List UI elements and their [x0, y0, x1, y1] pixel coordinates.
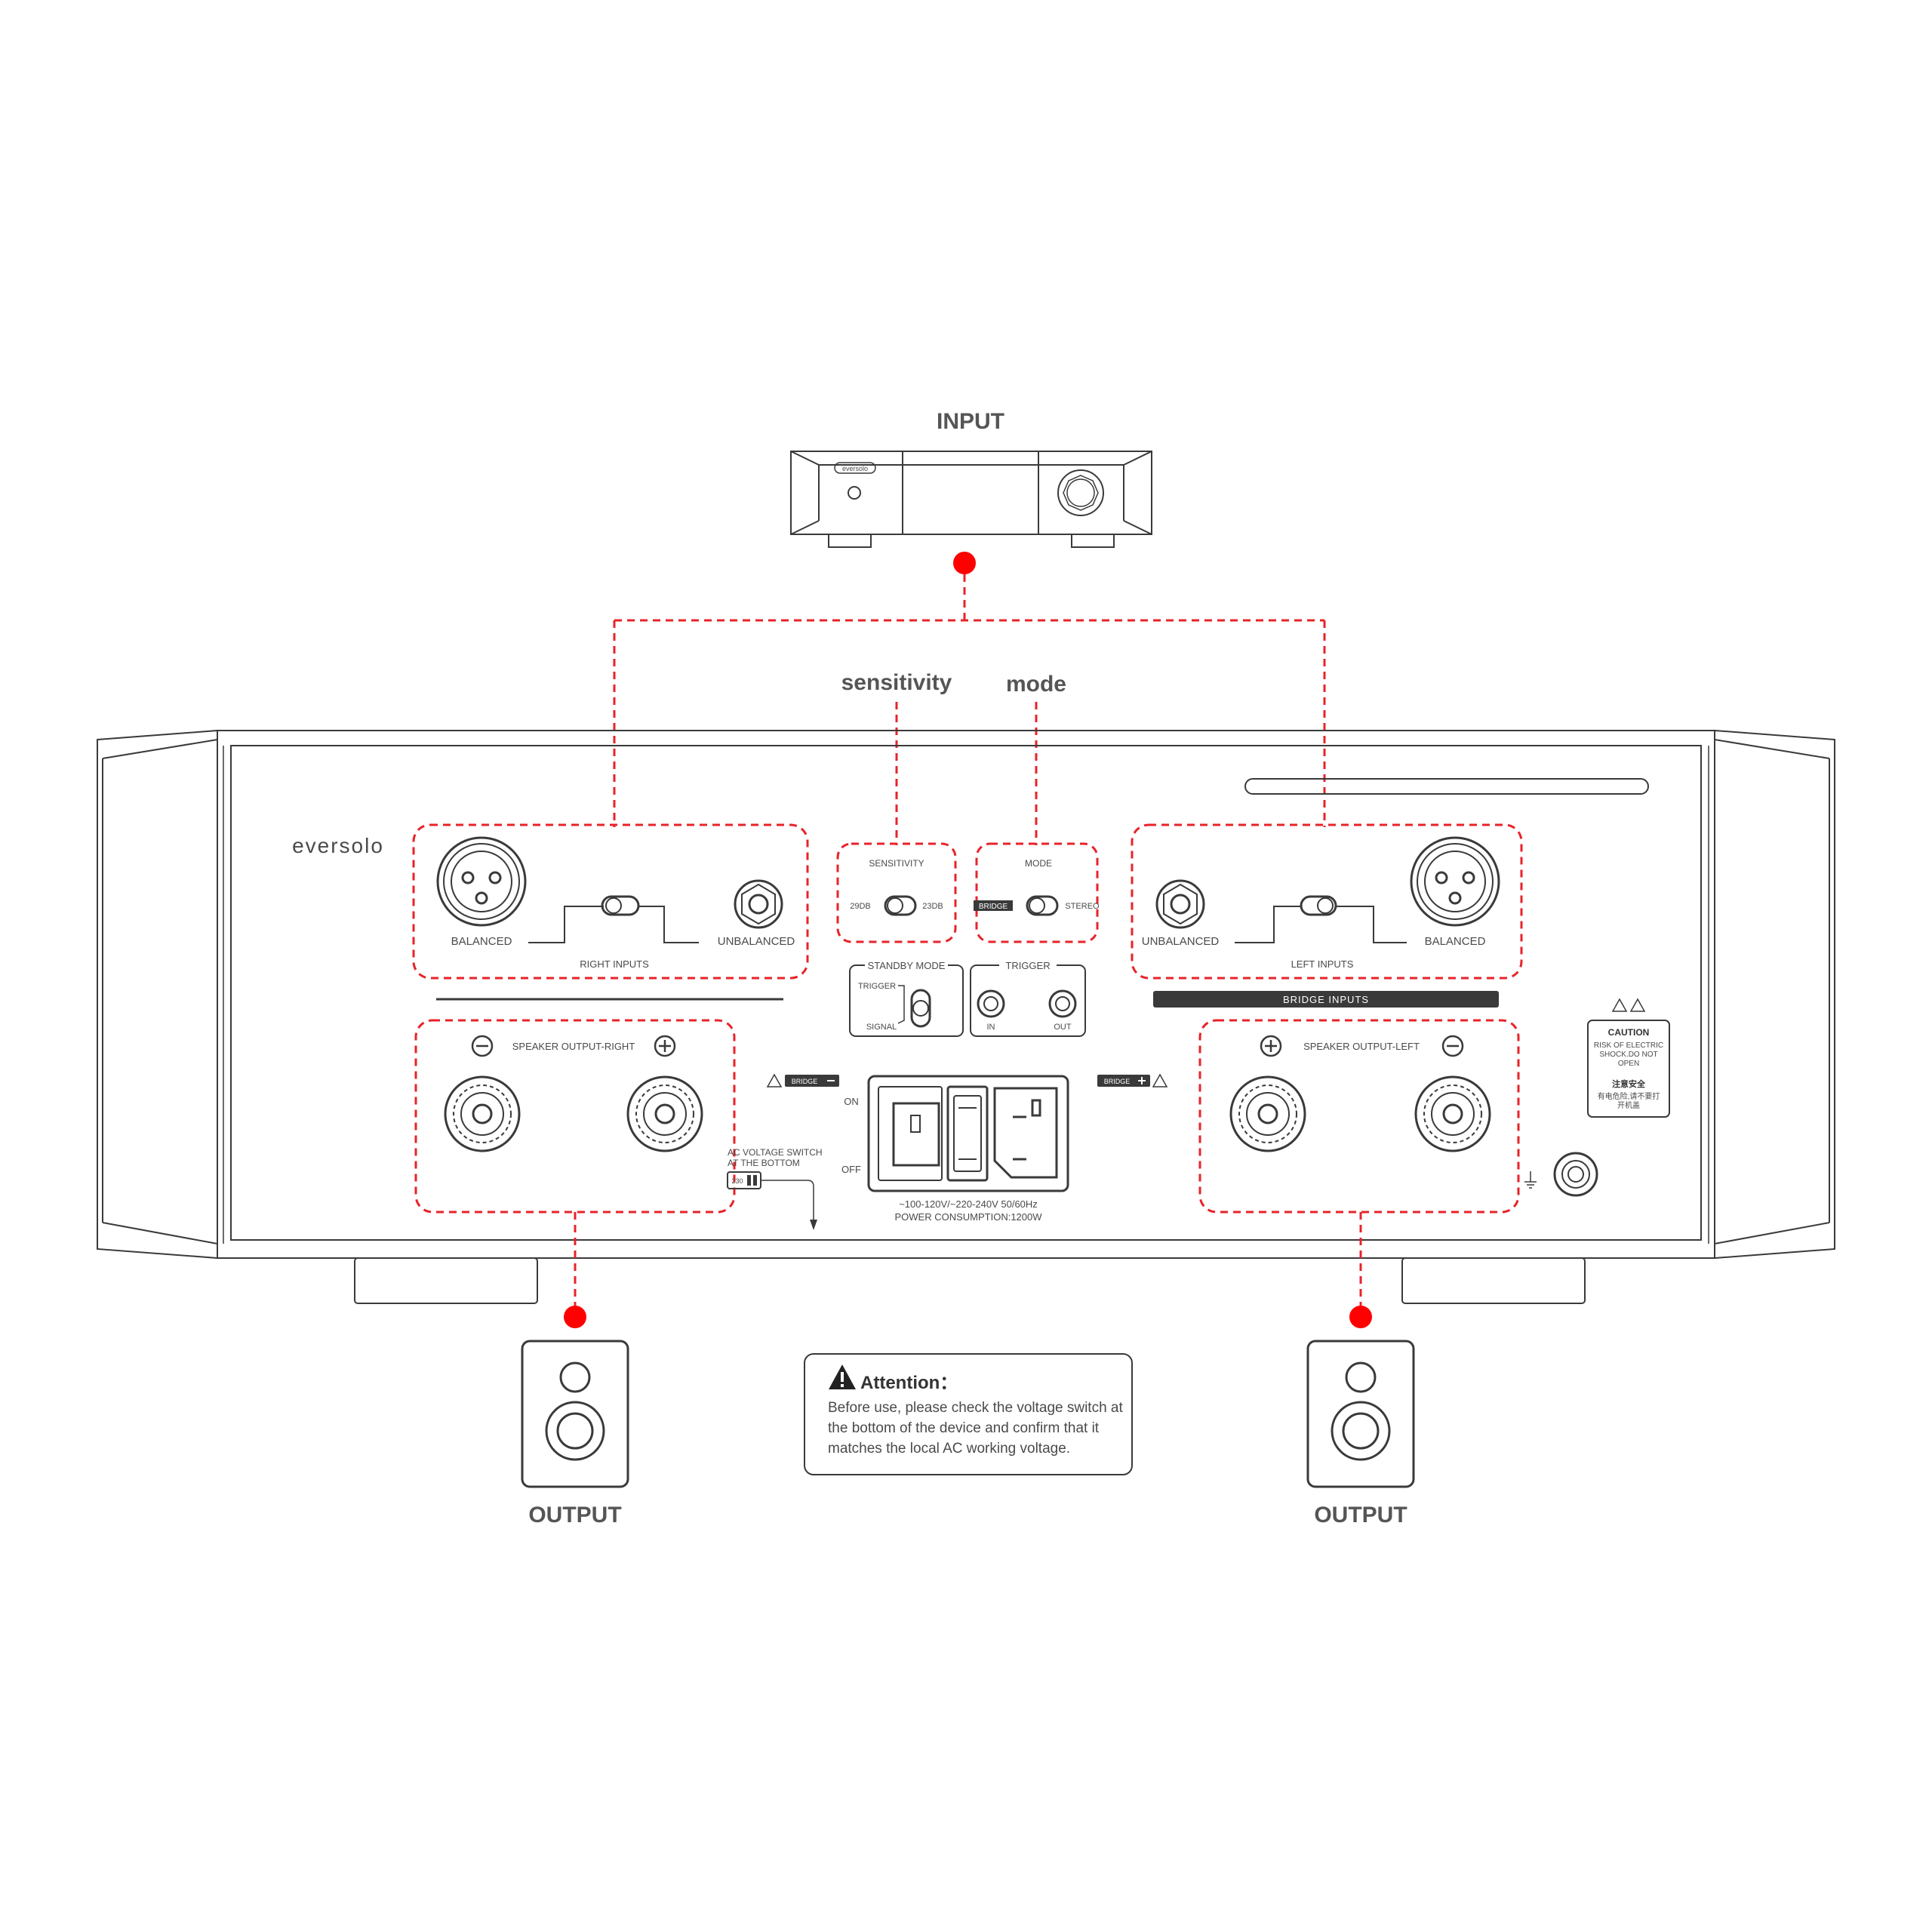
sensitivity-29db: 29DB	[850, 902, 871, 911]
bridge-inputs-label: BRIDGE INPUTS	[1283, 994, 1369, 1005]
standby-mode-toggle[interactable]	[910, 989, 931, 1028]
preamp-power-button	[848, 486, 861, 500]
warning-icon	[1629, 998, 1646, 1012]
caution-cn-title: 注意安全	[1612, 1078, 1646, 1089]
warning-icon	[829, 1364, 856, 1389]
right-unbalanced-rca-jack[interactable]	[734, 879, 783, 929]
ground-terminal[interactable]	[1553, 1152, 1598, 1197]
ac-switch-line1: AC VOLTAGE SWITCH	[728, 1147, 823, 1158]
right-unbalanced-label: UNBALANCED	[718, 935, 795, 948]
caution-title: CAUTION	[1608, 1027, 1650, 1038]
right-balanced-label: BALANCED	[451, 935, 512, 948]
trigger-in-label: IN	[987, 1023, 995, 1032]
standby-signal: SIGNAL	[866, 1023, 897, 1032]
standby-mode-title: STANDBY MODE	[868, 960, 946, 971]
arrow-down-icon	[810, 1220, 817, 1230]
caution-line2: SHOCK.DO NOT	[1599, 1051, 1657, 1059]
sensitivity-heading: sensitivity	[841, 670, 952, 695]
speaker-right-plus-terminal[interactable]	[626, 1075, 703, 1152]
iec-power-inlet[interactable]	[993, 1087, 1058, 1179]
preamp-device: eversolo	[790, 451, 1152, 548]
power-switch-on: ON	[844, 1096, 859, 1107]
power-consumption: POWER CONSUMPTION:1200W	[894, 1211, 1042, 1223]
minus-icon	[471, 1035, 494, 1057]
caution-label	[1587, 1020, 1670, 1118]
mode-bridge: BRIDGE	[979, 903, 1008, 911]
attention-line1: Before use, please check the voltage swi…	[828, 1400, 1124, 1416]
mode-bridge-badge	[974, 900, 1013, 911]
attention-box	[804, 1353, 1133, 1475]
input-label: INPUT	[937, 409, 1004, 434]
speaker-output-right-title: SPEAKER OUTPUT-RIGHT	[512, 1041, 635, 1052]
warning-icon	[1152, 1073, 1168, 1088]
power-rocker-switch[interactable]	[892, 1102, 940, 1167]
fuse-holder[interactable]	[946, 1085, 989, 1182]
output-label-left: OUTPUT	[528, 1503, 621, 1527]
ac-switch-line2: AT THE BOTTOM	[728, 1158, 800, 1168]
left-inputs-title: LEFT INPUTS	[1291, 958, 1354, 970]
trigger-out-jack[interactable]	[1048, 989, 1077, 1018]
left-input-selector-toggle[interactable]	[1235, 895, 1407, 943]
speaker-left-minus-terminal[interactable]	[1414, 1075, 1491, 1152]
attention-line3: matches the local AC working voltage.	[828, 1441, 1070, 1457]
caution-line3: OPEN	[1618, 1060, 1639, 1068]
preamp-volume-knob	[1057, 469, 1104, 516]
left-balanced-xlr-jack[interactable]	[1410, 836, 1500, 927]
amp-brand: eversolo	[292, 834, 384, 857]
plus-icon	[1260, 1035, 1282, 1057]
mode-heading: mode	[1006, 672, 1066, 697]
output-connection-lines	[564, 1212, 1372, 1328]
sensitivity-toggle[interactable]	[884, 895, 917, 916]
right-inputs-title: RIGHT INPUTS	[580, 958, 649, 970]
speaker-left-plus-terminal[interactable]	[1229, 1075, 1306, 1152]
left-unbalanced-rca-jack[interactable]	[1155, 879, 1205, 929]
trigger-title: TRIGGER	[1005, 960, 1050, 971]
output-label-right: OUTPUT	[1314, 1503, 1407, 1527]
minus-icon	[1441, 1035, 1464, 1057]
caution-line1: RISK OF ELECTRIC	[1594, 1041, 1663, 1050]
voltage-rating: ~100-120V/~220-240V 50/60Hz	[899, 1198, 1038, 1210]
bridge-plus-badge	[1097, 1075, 1150, 1087]
left-unbalanced-label: UNBALANCED	[1142, 935, 1220, 948]
attention-line2: the bottom of the device and confirm tha…	[828, 1420, 1100, 1436]
mode-title: MODE	[1025, 858, 1052, 869]
right-input-selector-toggle[interactable]	[528, 895, 699, 943]
ac-switch-value: 230	[731, 1177, 743, 1185]
right-balanced-xlr-jack[interactable]	[436, 836, 527, 927]
input-connection-lines	[613, 552, 1326, 827]
trigger-out-label: OUT	[1054, 1023, 1072, 1032]
standby-trigger: TRIGGER	[858, 982, 896, 991]
power-switch-off: OFF	[841, 1164, 861, 1175]
caution-cn-line2: 开机盖	[1617, 1100, 1640, 1110]
speaker-right-minus-terminal[interactable]	[444, 1075, 521, 1152]
speaker-output-left-title: SPEAKER OUTPUT-LEFT	[1303, 1041, 1420, 1052]
bridge-plus-label: BRIDGE	[1104, 1078, 1131, 1085]
ac-voltage-switch[interactable]: 230	[727, 1171, 761, 1189]
mode-toggle[interactable]	[1026, 895, 1059, 916]
bridge-inputs-bar	[1153, 991, 1499, 1008]
ground-icon	[1524, 1171, 1537, 1189]
warning-icon	[766, 1073, 783, 1088]
bridge-minus-badge	[785, 1075, 839, 1087]
power-module	[867, 1075, 1069, 1192]
preamp-brand: eversolo	[842, 465, 868, 472]
caution-cn-line1: 有电危险,请不要打	[1598, 1091, 1660, 1101]
bridge-minus-label: BRIDGE	[792, 1078, 818, 1085]
left-speaker-icon	[521, 1340, 629, 1488]
attention-title: Attention：	[860, 1373, 958, 1393]
warning-icon	[1611, 998, 1628, 1012]
plus-icon	[654, 1035, 676, 1057]
right-speaker-icon	[1306, 1340, 1415, 1488]
trigger-in-jack[interactable]	[977, 989, 1005, 1018]
sensitivity-title: SENSITIVITY	[869, 858, 924, 869]
amplifier-chassis: eversolo	[97, 729, 1835, 1304]
mode-stereo: STEREO	[1065, 902, 1100, 911]
left-balanced-label: BALANCED	[1425, 935, 1486, 948]
sensitivity-23db: 23DB	[922, 902, 943, 911]
